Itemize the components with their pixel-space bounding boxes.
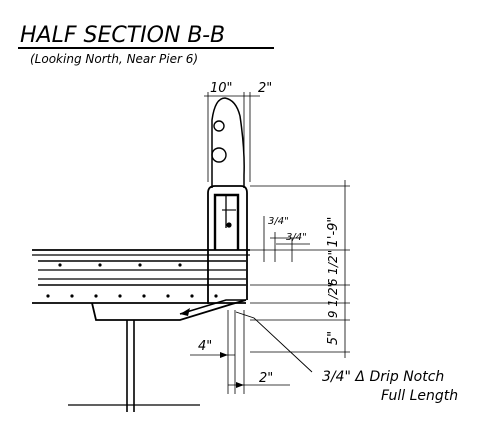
section-title: HALF SECTION B-B (20, 23, 225, 48)
dim-haunch: 9 1/2" (326, 282, 340, 318)
dim-deck-thickness: 6 1/2" (326, 250, 340, 286)
deck-rebar-dots (46, 263, 218, 298)
callout-line-2: Full Length (381, 388, 458, 404)
girder-web (68, 320, 200, 412)
bottom-dimensions: 4" 2" (190, 310, 290, 394)
dim-overhang-right: 2" (259, 371, 273, 386)
drip-notch-callout: 3/4" Δ Drip Notch Full Length (235, 311, 458, 404)
callout-line-1: 3/4" Δ Drip Notch (322, 369, 444, 385)
top-dimension: 10" 2" (204, 81, 272, 182)
section-subtitle: (Looking North, Near Pier 6) (30, 52, 198, 66)
dim-top-offset: 2" (258, 81, 272, 96)
rebar-dot (226, 222, 232, 228)
dim-notch-inner: 3/4" (286, 232, 307, 243)
dim-notch-outer: 3/4" (268, 216, 289, 227)
dim-overhang-left: 4" (198, 339, 212, 354)
dim-overall-height: 1'-9" (326, 217, 341, 248)
railing-post (211, 97, 245, 188)
right-dimensions: 3/4" 3/4" 1'-9" 6 1/2" 9 1/2" 5" (250, 180, 350, 358)
deck-slab (32, 249, 250, 304)
barrier-parapet (207, 185, 248, 304)
dim-top-width: 10" (210, 81, 233, 96)
overhang-haunch (91, 299, 247, 321)
dim-bottom: 5" (326, 331, 341, 345)
